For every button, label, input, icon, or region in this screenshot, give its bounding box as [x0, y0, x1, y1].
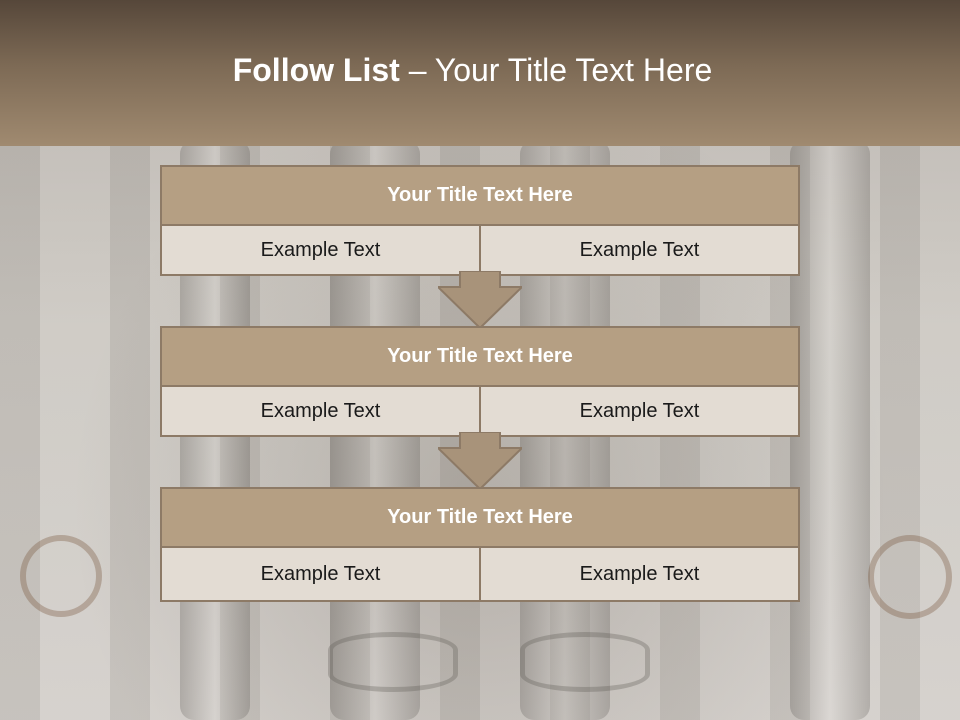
- title-bar: Follow List – Your Title Text Here: [0, 0, 960, 146]
- step-row: Example Text Example Text: [162, 548, 798, 600]
- step-cell-left: Example Text: [162, 387, 479, 435]
- step-cell-left: Example Text: [162, 548, 479, 600]
- step-block-3: Your Title Text Here Example Text Exampl…: [160, 487, 800, 602]
- step-row: Example Text Example Text: [162, 226, 798, 274]
- flange-decoration: [520, 632, 650, 692]
- step-cell-left: Example Text: [162, 226, 479, 274]
- title-bold: Follow List: [232, 52, 400, 88]
- title-rest: – Your Title Text Here: [399, 52, 713, 88]
- flange-decoration: [328, 632, 458, 692]
- pipe-decoration: [790, 140, 870, 720]
- step-block-2: Your Title Text Here Example Text Exampl…: [160, 326, 800, 437]
- valve-wheel-decoration: [20, 535, 102, 617]
- step-title: Your Title Text Here: [162, 167, 798, 226]
- step-cell-right: Example Text: [479, 387, 798, 435]
- step-row: Example Text Example Text: [162, 387, 798, 435]
- step-block-1: Your Title Text Here Example Text Exampl…: [160, 165, 800, 276]
- step-title: Your Title Text Here: [162, 328, 798, 387]
- step-cell-right: Example Text: [479, 548, 798, 600]
- down-arrow-icon: [438, 271, 522, 329]
- step-title: Your Title Text Here: [162, 489, 798, 548]
- page-title: Follow List – Your Title Text Here: [0, 52, 945, 89]
- down-arrow-icon: [438, 432, 522, 490]
- step-cell-right: Example Text: [479, 226, 798, 274]
- valve-wheel-decoration: [868, 535, 952, 619]
